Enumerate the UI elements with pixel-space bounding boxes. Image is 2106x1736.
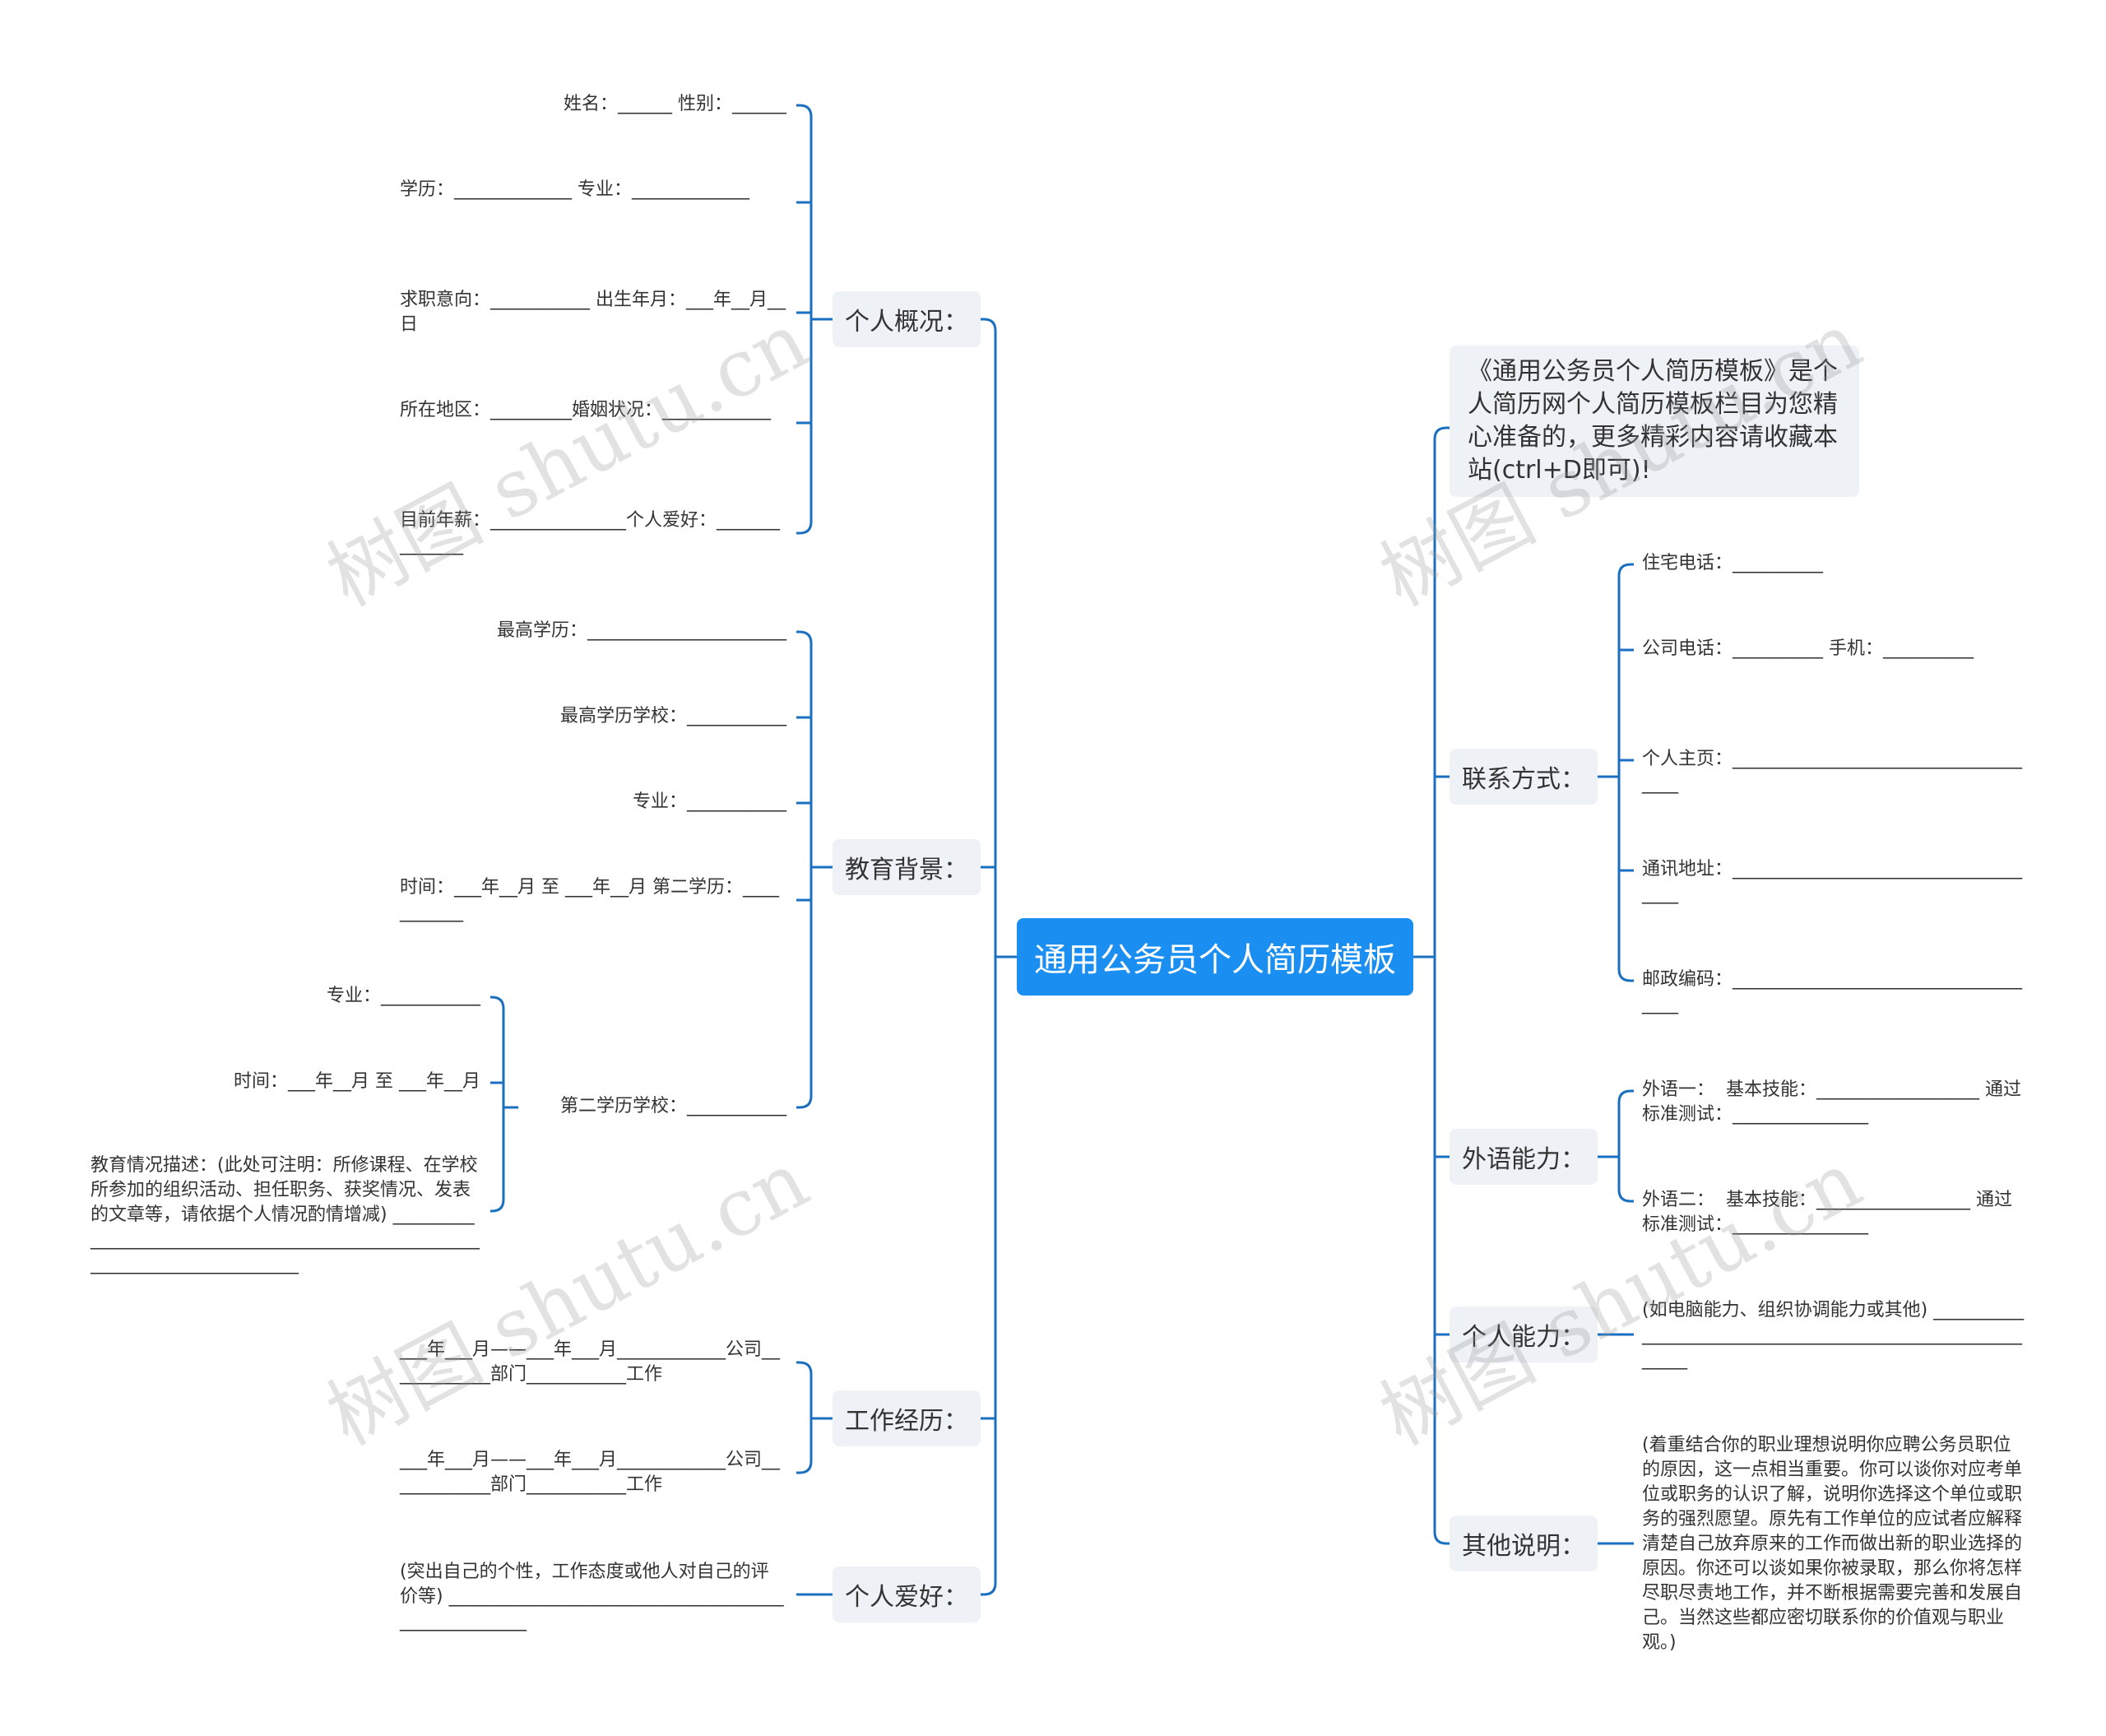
connector bbox=[796, 1361, 813, 1375]
leaf-edu-major: 专业：___________ bbox=[632, 791, 786, 812]
leaf-ability-description: (如电脑能力、组织协调能力或其他) ______________________… bbox=[1642, 1300, 2025, 1370]
leaf-second-time: 时间：___年__月 至 ___年__月 bbox=[234, 1071, 480, 1092]
leaf-edu-time: 时间：___年__月 至 ___年__月 第二学历：___________ bbox=[400, 877, 779, 922]
leaf-region-marital: 所在地区：_________婚姻状况：____________ bbox=[400, 400, 772, 420]
branch-other-notes[interactable]: 其他说明： bbox=[1450, 1516, 1598, 1571]
branch-hobbies[interactable]: 个人爱好： bbox=[833, 1567, 981, 1622]
connector bbox=[1617, 563, 1634, 577]
leaf-highest-school: 最高学历学校：___________ bbox=[559, 706, 786, 726]
connector bbox=[1617, 1189, 1634, 1203]
connector bbox=[796, 104, 813, 118]
leaf-work-phone-mobile: 公司电话：__________ 手机：__________ bbox=[1642, 638, 1974, 659]
leaf-work-2: ___年___月——___年___月____________公司________… bbox=[400, 1450, 781, 1495]
leaf-second-major: 专业：___________ bbox=[326, 986, 480, 1006]
branch-language[interactable]: 外语能力： bbox=[1450, 1129, 1598, 1185]
leaf-education-description: 教育情况描述：(此处可注明：所修课程、在学校所参加的组织活动、担任职务、获奖情况… bbox=[90, 1155, 480, 1274]
connector bbox=[981, 1582, 997, 1596]
connector bbox=[796, 1095, 813, 1109]
leaf-language-2: 外语二： 基本技能：_________________ 通过标准测试：_____… bbox=[1642, 1190, 2012, 1235]
leaf-address: 通讯地址：___________________________________… bbox=[1642, 859, 2023, 904]
leaf-degree-major: 学历：_____________ 专业：_____________ bbox=[400, 179, 749, 200]
branch-personal-overview[interactable]: 个人概况： bbox=[833, 291, 981, 347]
connector bbox=[490, 996, 505, 1010]
leaf-name-gender: 姓名：______ 性别：______ bbox=[564, 94, 786, 114]
connector bbox=[490, 1199, 505, 1213]
connector bbox=[796, 521, 813, 535]
connector bbox=[1617, 1089, 1634, 1103]
branch-education[interactable]: 教育背景： bbox=[833, 839, 981, 895]
leaf-language-1: 外语一： 基本技能：__________________ 通过标准测试：____… bbox=[1642, 1079, 2021, 1125]
leaf-home-phone: 住宅电话：__________ bbox=[1642, 553, 1824, 573]
connector bbox=[1433, 426, 1450, 440]
branch-work-experience[interactable]: 工作经历： bbox=[833, 1390, 981, 1446]
branch-contact[interactable]: 联系方式： bbox=[1450, 749, 1598, 805]
connector bbox=[796, 630, 813, 644]
leaf-work-1: ___年___月——___年___月____________公司________… bbox=[400, 1339, 781, 1385]
leaf-highest-degree: 最高学历：______________________ bbox=[496, 620, 786, 641]
leaf-job-target-birth: 求职意向：___________ 出生年月：___年__月__日 bbox=[400, 290, 786, 335]
connector bbox=[981, 318, 997, 332]
root-topic[interactable]: 通用公务员个人简历模板 bbox=[1017, 918, 1413, 996]
connector bbox=[796, 1460, 813, 1474]
leaf-homepage: 个人主页：___________________________________… bbox=[1642, 749, 2023, 794]
leaf-second-school: 第二学历学校：___________ bbox=[559, 1096, 786, 1116]
connector bbox=[1433, 1531, 1450, 1545]
leaf-other-description: (着重结合你的职业理想说明你应聘公务员职位的原因，这一点相当重要。你可以谈你对应… bbox=[1642, 1435, 2023, 1653]
connector bbox=[1617, 968, 1634, 982]
branch-ability[interactable]: 个人能力： bbox=[1450, 1307, 1598, 1362]
leaf-postcode: 邮政编码：___________________________________… bbox=[1642, 969, 2023, 1014]
intro-note[interactable]: 《通用公务员个人简历模板》是个人简历网个人简历模板栏目为您精心准备的，更多精彩内… bbox=[1450, 346, 1859, 497]
leaf-salary-hobby: 目前年薪：_______________个人爱好：______________ bbox=[400, 510, 781, 555]
leaf-hobby-description: (突出自己的个性，工作态度或他人对自己的评价等) _______________… bbox=[400, 1562, 784, 1632]
